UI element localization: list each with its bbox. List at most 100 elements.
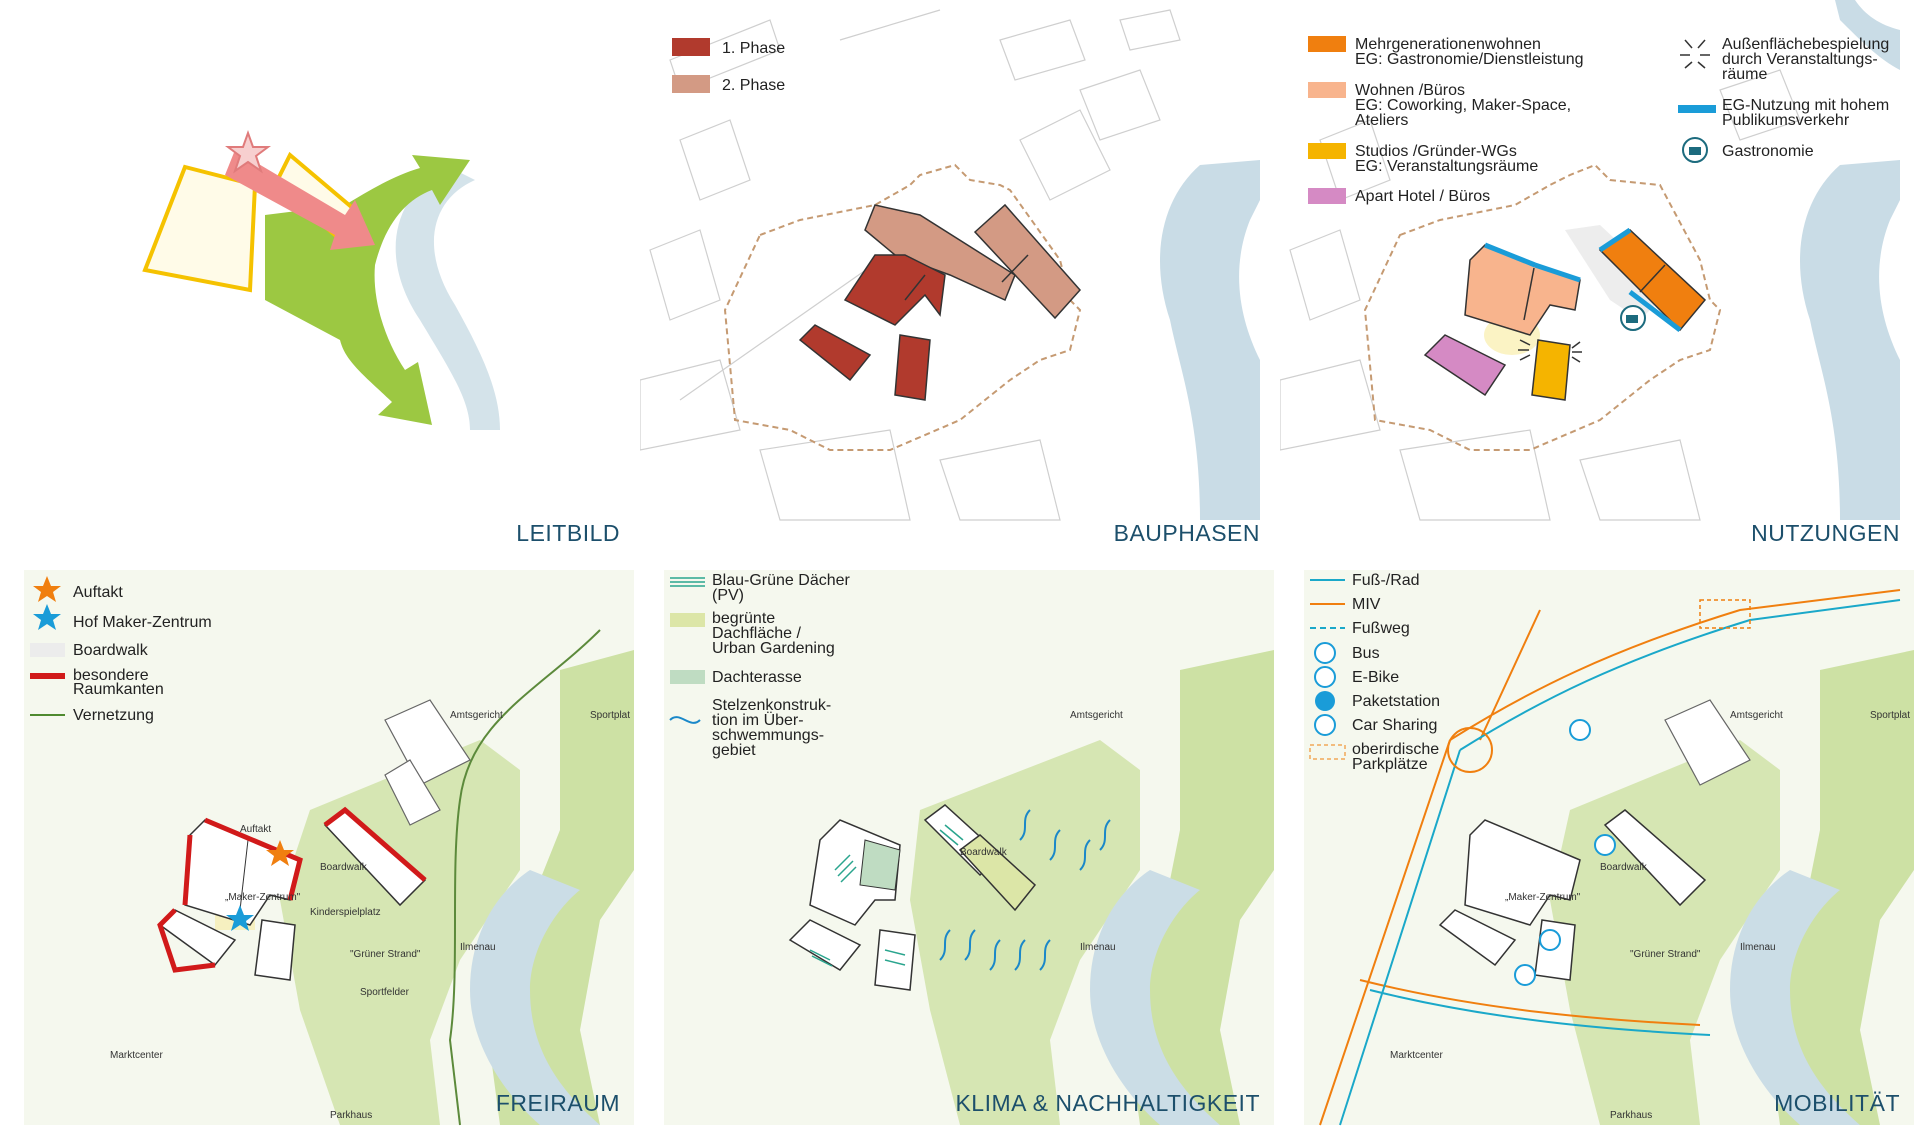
- legend-yellow-swatch: [1308, 143, 1346, 159]
- legend-m6: Paketstation: [1352, 693, 1440, 710]
- legend-auftakt-star-icon: [33, 576, 61, 602]
- legend-l3a: Studios /Gründer-WGs: [1355, 143, 1517, 160]
- legend-boardwalk-swatch: [30, 643, 65, 657]
- river-shape: [1800, 160, 1900, 520]
- title-klima: KLIMA & NACHHALTIGKEIT: [955, 1090, 1260, 1116]
- title-mobilitaet: MOBILITÄT: [1774, 1090, 1900, 1116]
- parking-area: [1699, 599, 1751, 629]
- building-d: [254, 919, 296, 981]
- panel-klima: Amtsgericht Ilmenau Boardwalk Blau-Grüne…: [640, 570, 1274, 1125]
- title-freiraum: FREIRAUM: [495, 1090, 620, 1116]
- burst-icon: [1518, 339, 1582, 363]
- paket-icon: [1539, 929, 1561, 951]
- river-shape-top: [1835, 0, 1900, 70]
- legend-m4: Bus: [1352, 645, 1380, 662]
- label-strand: "Grüner Strand": [350, 949, 421, 960]
- yellow-building: [1531, 339, 1571, 401]
- label-auftakt: Auftakt: [240, 824, 271, 835]
- label-amtsgericht: Amtsgericht: [1070, 710, 1123, 721]
- label-ilmenau: Ilmenau: [1080, 942, 1116, 953]
- legend-hof-star-icon: [33, 604, 61, 630]
- bauphasen-diagram: 1. Phase 2. Phase: [640, 9, 1260, 521]
- legend-m8b: Parkplätze: [1352, 756, 1428, 773]
- leitbild-diagram: [142, 130, 500, 430]
- legend-d2c: Urban Gardening: [712, 640, 835, 657]
- legend-bus-icon: [1314, 642, 1336, 664]
- site-boundary: [1363, 163, 1722, 451]
- legend-l2c: Ateliers: [1355, 112, 1408, 129]
- ebike-icon: [1594, 834, 1616, 856]
- panel-freiraum: Amtsgericht Sportplat Auftakt Boardwalk …: [0, 570, 634, 1126]
- label-marktcenter: Marktcenter: [110, 1050, 163, 1061]
- legend-d2a: begrünte: [712, 610, 775, 627]
- amtsgericht-building: [1664, 699, 1751, 786]
- title-nutzungen: NUTZUNGEN: [1751, 520, 1900, 546]
- legend-boardwalk: Boardwalk: [73, 642, 149, 659]
- title-leitbild: LEITBILD: [516, 520, 620, 546]
- legend-phase2-swatch: [672, 75, 710, 93]
- label-sportplatz: Sportplat: [1870, 710, 1910, 721]
- pink-building: [1423, 334, 1507, 397]
- label-strand: "Grüner Strand": [1630, 949, 1701, 960]
- legend-m2: MIV: [1352, 596, 1381, 613]
- red-edge-2: [323, 806, 427, 882]
- nutzungen-diagram: Mehrgenerationenwohnen EG: Gastronomie/D…: [1280, 0, 1900, 521]
- legend-r2b: Publikumsverkehr: [1722, 112, 1850, 129]
- legend-blue-swatch: [1678, 105, 1716, 113]
- label-sportfelder: Sportfelder: [360, 987, 410, 998]
- building-d: [874, 929, 916, 991]
- phase1-building-c: [894, 334, 931, 401]
- panel-mobilitaet: Amtsgericht Sportplat „Maker-Zentrum" Bo…: [1280, 570, 1914, 1126]
- legend-l2b: EG: Coworking, Maker-Space,: [1355, 97, 1571, 114]
- legend-d1b: (PV): [712, 587, 744, 604]
- building-d: [1534, 919, 1576, 981]
- legend-r1a: Außenflächebespielung: [1722, 36, 1889, 53]
- title-bauphasen: BAUPHASEN: [1113, 520, 1260, 546]
- legend-pink-swatch: [1308, 188, 1346, 204]
- legend-d4b: tion im Über-: [712, 711, 804, 729]
- legend-m5: E-Bike: [1352, 669, 1399, 686]
- legend-bluegreen-swatch: [670, 577, 705, 587]
- label-ilmenau: Ilmenau: [1740, 942, 1776, 953]
- legend-l3b: EG: Veranstaltungsräume: [1355, 158, 1538, 175]
- green-roof: [958, 834, 1037, 912]
- park-area-right: [1130, 650, 1274, 1125]
- label-kinder: Kinderspielplatz: [310, 907, 381, 918]
- yellow-block-left: [142, 164, 258, 293]
- legend-stelzen-icon: [669, 716, 701, 724]
- bus-icon: [1569, 719, 1591, 741]
- label-ilmenau: Ilmenau: [460, 942, 496, 953]
- legend-vernetzung: Vernetzung: [73, 707, 154, 724]
- hof-star-icon: [226, 905, 254, 931]
- legend-r1c: räume: [1722, 66, 1767, 83]
- legend-d2b: Dachfläche /: [712, 625, 801, 642]
- legend-r1b: durch Veranstaltungs-: [1722, 51, 1878, 68]
- legend-dachterasse-swatch: [670, 670, 705, 684]
- legend-d4a: Stelzenkonstruk-: [712, 697, 831, 714]
- stelzen-arrows: [939, 809, 1111, 971]
- legend-peach-swatch: [1308, 82, 1346, 98]
- panel-nutzungen: Mehrgenerationenwohnen EG: Gastronomie/D…: [1280, 0, 1900, 546]
- road-orange: [1319, 589, 1901, 1126]
- river: [1090, 870, 1220, 1125]
- legend-m1: Fuß-/Rad: [1352, 572, 1420, 589]
- site-boundary: [723, 163, 1082, 451]
- legend-r2a: EG-Nutzung mit hohem: [1722, 97, 1889, 114]
- building-c: [788, 919, 862, 971]
- legend-l2a: Wohnen /Büros: [1355, 82, 1465, 99]
- panel-leitbild: LEITBILD: [0, 0, 620, 546]
- label-parkhaus: Parkhaus: [1610, 1110, 1652, 1121]
- river: [1730, 870, 1860, 1125]
- other-building: [384, 759, 441, 826]
- label-boardwalk: Boardwalk: [320, 862, 368, 873]
- label-amtsgericht: Amtsgericht: [1730, 710, 1783, 721]
- legend-phase1-label: 1. Phase: [722, 40, 785, 57]
- panel-bauphasen: 1. Phase 2. Phase BAUPHASEN: [640, 0, 1260, 546]
- legend-d4c: schwemmungs-: [712, 727, 824, 744]
- dachterasse: [859, 839, 901, 891]
- legend-d1a: Blau-Grüne Dächer: [712, 572, 851, 589]
- phase1-building-b: [798, 324, 872, 382]
- carsharing-icon: [1514, 964, 1536, 986]
- red-edge-1: [182, 817, 303, 906]
- freiraum-map: Amtsgericht Sportplat Auftakt Boardwalk …: [24, 570, 634, 1126]
